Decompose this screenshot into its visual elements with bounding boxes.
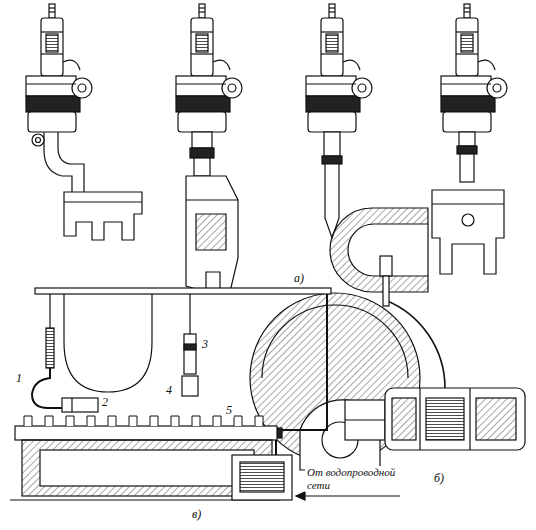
callout-number: 4 <box>164 384 174 397</box>
bench-fixture <box>129 416 137 426</box>
callout-number: 1 <box>14 372 24 385</box>
supply-note: От водопроводной сети <box>305 466 409 492</box>
bench-fixture <box>171 416 179 426</box>
bench-fixture <box>24 416 32 426</box>
callout-number: 5 <box>224 404 234 417</box>
bench-fixture <box>150 416 158 426</box>
bench-fixture <box>45 416 53 426</box>
callout-number: 2 <box>100 396 110 409</box>
bench-fixture <box>213 416 221 426</box>
bench-fixture <box>192 416 200 426</box>
panel-label: а) <box>292 272 306 285</box>
panel-label: б) <box>432 472 446 485</box>
bench-fixture <box>108 416 116 426</box>
bench-fixture <box>234 416 242 426</box>
bench-fixture <box>66 416 74 426</box>
panel-label: в) <box>190 508 203 521</box>
callout-number: 3 <box>200 338 210 351</box>
bench-fixture <box>255 416 263 426</box>
bench-fixture <box>87 416 95 426</box>
